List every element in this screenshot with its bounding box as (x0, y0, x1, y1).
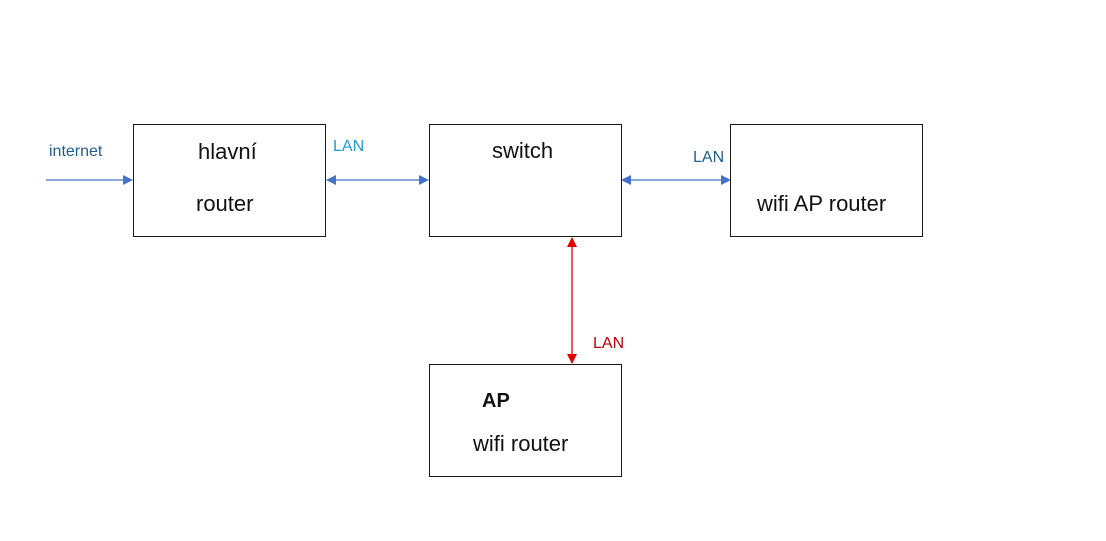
wifi-ap-router-box: wifi AP router (730, 124, 923, 237)
ap-wifi-router-line2: wifi router (473, 431, 569, 456)
lan-label-switch-wifi: LAN (693, 149, 725, 166)
switch-box: switch (429, 124, 622, 237)
internet-label: internet (49, 143, 103, 160)
lan-label-router-switch: LAN (333, 138, 365, 155)
lan-label-switch-ap: LAN (593, 335, 625, 352)
wifi-ap-router-label: wifi AP router (757, 191, 887, 216)
switch-label: switch (492, 138, 554, 163)
ap-wifi-router-box: AP wifi router (429, 364, 622, 477)
main-router-line2: router (196, 191, 254, 216)
main-router-box: hlavní router (133, 124, 326, 237)
ap-wifi-router-line1: AP (482, 390, 510, 412)
main-router-line1: hlavní (198, 139, 257, 164)
